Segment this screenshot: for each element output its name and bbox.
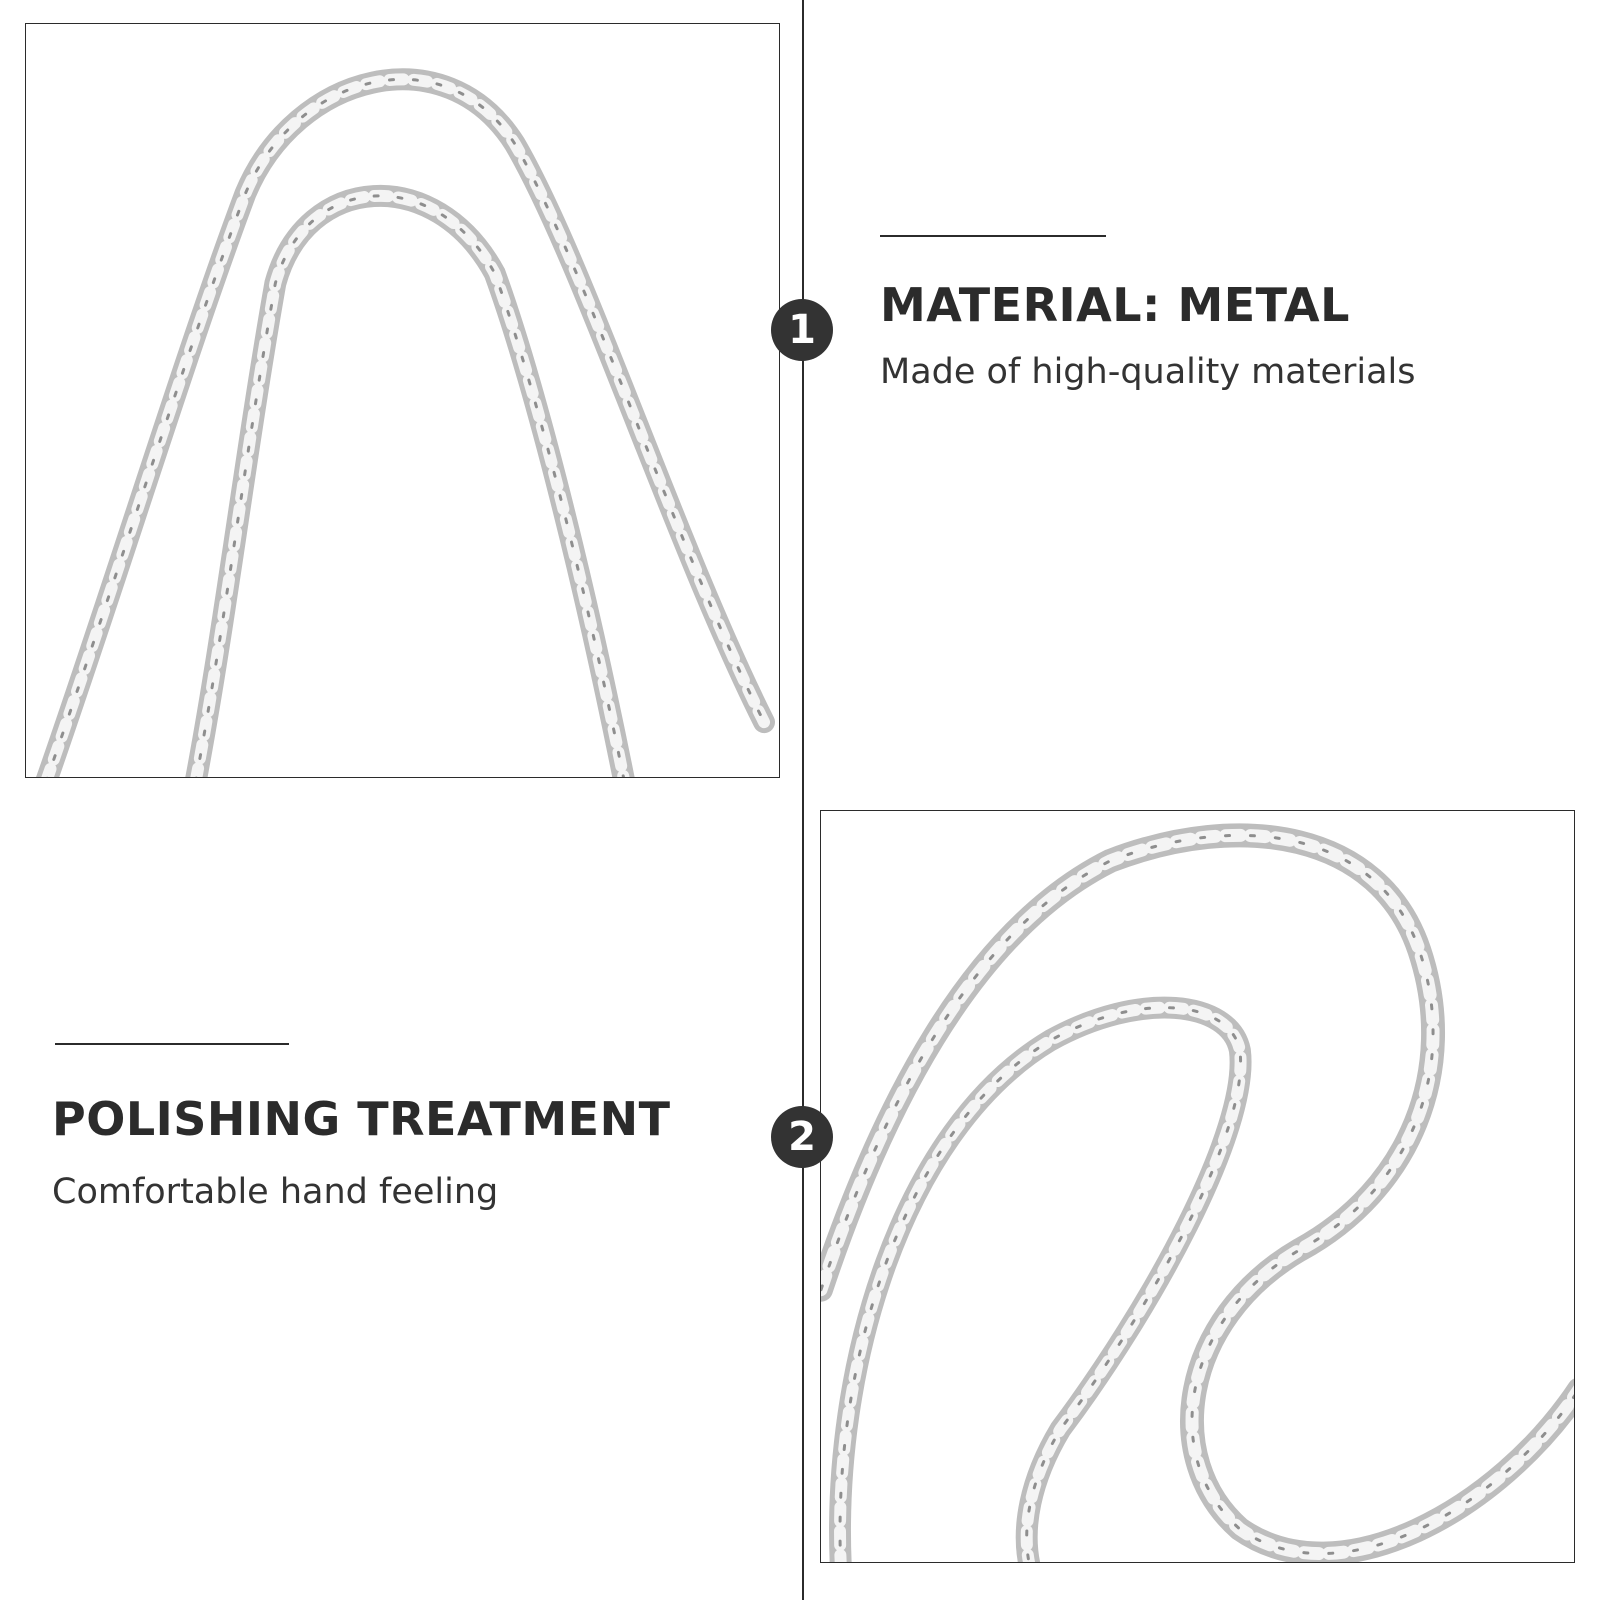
feature-1-rule: [880, 235, 1106, 237]
chain-image-icon: [821, 823, 1574, 1562]
chain-image-icon: [36, 68, 776, 777]
feature-2-title: POLISHING TREATMENT: [52, 1092, 671, 1146]
product-image-bottom: [820, 810, 1575, 1563]
feature-1-subtitle: Made of high-quality materials: [880, 352, 1416, 392]
center-divider-line: [802, 0, 804, 1600]
feature-2-rule: [55, 1043, 289, 1045]
feature-2-subtitle: Comfortable hand feeling: [52, 1172, 499, 1212]
feature-1-number-badge: 1: [771, 299, 833, 361]
feature-2-number-badge: 2: [771, 1106, 833, 1168]
feature-1-title: MATERIAL: METAL: [880, 278, 1350, 332]
product-image-top: [25, 23, 780, 778]
